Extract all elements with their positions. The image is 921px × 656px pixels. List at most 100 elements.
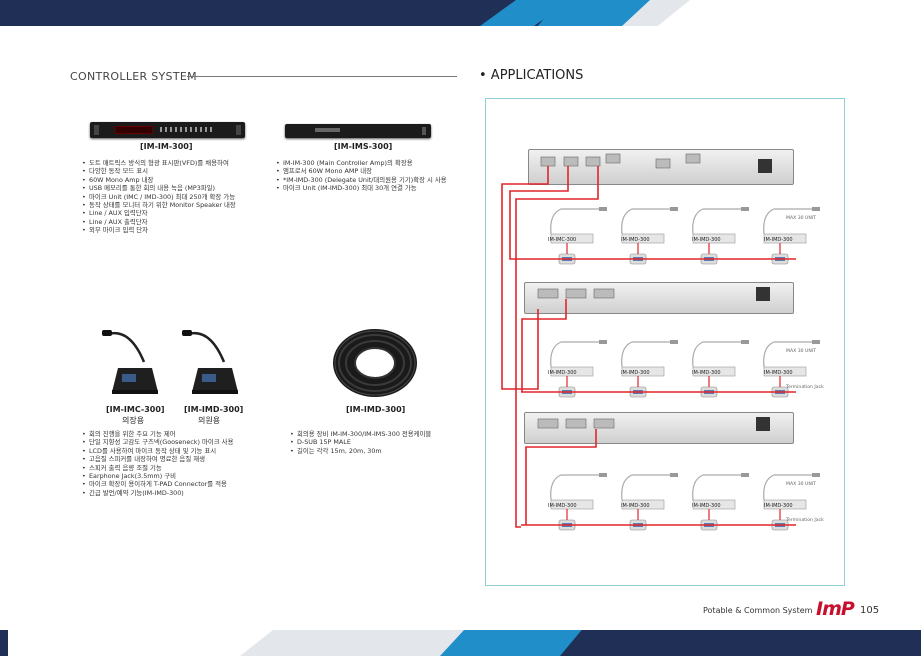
feature-item: LCD를 사용하여 마이크 동작 상태 및 기능 표시 [82, 447, 233, 456]
page-number: 105 [860, 605, 880, 616]
mic-head [599, 207, 607, 211]
row3-termination: Termination Jack [786, 518, 824, 523]
feature-item: Line / AUX 입력단자 [82, 209, 236, 218]
mic-base [692, 233, 736, 244]
row1-mic-label: IM-IMD-300 [764, 237, 793, 243]
mic-gooseneck [550, 208, 601, 235]
row2-termination: Termination Jack [786, 385, 824, 390]
controller-port [685, 153, 701, 164]
feature-item: IM-IM-300 (Main Controller Amp)의 확장용 [276, 159, 447, 168]
mic-base [692, 499, 736, 510]
im-imc-300-mic-image [102, 330, 158, 394]
feature-item: 마이크 확장이 용이하게 T-PAD Connector를 적용 [82, 480, 233, 489]
im-im-300-feature-list: 도트 매트릭스 방식의 형광 표시판(VFD)를 채용하여 다양한 동작 모드 … [82, 159, 236, 235]
row3-mic-label: IM-IMD-300 [621, 503, 650, 509]
cable-coil-image [333, 329, 417, 397]
applications-diagram: IM-IMC-300 IM-IMD-300 IM-IMD-300 IM-IMD-… [485, 98, 845, 586]
mic-head [741, 473, 749, 477]
mic-head [670, 340, 678, 344]
mic-base [621, 499, 665, 510]
feature-item: 다양한 동작 모드 표시 [82, 167, 236, 176]
dsub-port [565, 418, 587, 429]
trunk-wire-d [521, 299, 567, 392]
mic-head [812, 207, 820, 211]
feature-item: USB 메모리를 통한 회의 내용 녹음 (MP3파일) [82, 184, 236, 193]
mic-head [599, 473, 607, 477]
im-imd-300-mic-image [182, 330, 238, 394]
mic-head [741, 340, 749, 344]
row1-mic-label: IM-IMC-300 [548, 237, 577, 243]
mic-head [741, 207, 749, 211]
header-stripe-dark [0, 0, 560, 26]
trunk-wire-b [509, 166, 569, 260]
feature-item: 회의용 장비 IM-IM-300/IM-IMS-300 전용케이블 [290, 430, 431, 439]
controller-system-title: CONTROLLER SYSTEM [70, 70, 197, 83]
mic-gooseneck [550, 474, 601, 501]
title-rule [187, 76, 457, 77]
trunk-wire-e [525, 429, 597, 525]
im-im-300-label: [IM-IM-300] [140, 142, 193, 151]
row3-mic-label: IM-IMD-300 [548, 503, 577, 509]
trunk-wire-c [515, 166, 599, 528]
im-ims-300-label: [IM-IMS-300] [334, 142, 393, 151]
mic-gooseneck [621, 208, 672, 235]
im-im-300-device-image [90, 122, 245, 138]
mic-gooseneck [621, 474, 672, 501]
row2-max-unit: MAX 30 UNIT [786, 349, 816, 354]
feature-item: 회의 진행을 위한 주요 기능 제어 [82, 430, 233, 439]
trunk-wire-a [501, 166, 549, 390]
feature-item: 긴급 발언/예약 기능(IM-IMD-300) [82, 489, 233, 498]
mic-base [763, 233, 807, 244]
applications-title: • APPLICATIONS [479, 68, 584, 83]
controller-port [605, 153, 621, 164]
im-imc-300-sub: 의장용 [122, 416, 145, 425]
feature-item: 60W Mono Amp 내장 [82, 176, 236, 185]
feature-item: 고음질 스피커를 내장하여 명료한 음질 재생 [82, 455, 233, 464]
feature-item: 외부 마이크 입력 단자 [82, 226, 236, 235]
mic-gooseneck [763, 474, 814, 501]
mic-head [670, 207, 678, 211]
mic-head [812, 340, 820, 344]
controller-port [563, 156, 579, 167]
mic-head [812, 473, 820, 477]
mic-base [621, 366, 665, 377]
feature-item: 마이크 Unit (IM-IMD-300) 최대 30개 연결 가능 [276, 184, 447, 193]
row1-mic-label: IM-IMD-300 [621, 237, 650, 243]
feature-item: 동작 상태를 모니터 하기 위한 Monitor Speaker 내장 [82, 201, 236, 210]
dsub-port [593, 418, 615, 429]
feature-item: Line / AUX 출력단자 [82, 218, 236, 227]
row2-mic-label: IM-IMD-300 [548, 370, 577, 376]
mic-gooseneck [692, 474, 743, 501]
row2-mic-label: IM-IMD-300 [692, 370, 721, 376]
im-imc-300-label: [IM-IMC-300] [106, 405, 165, 414]
feature-item: D-SUB 15P MALE [290, 438, 431, 447]
mic-base [550, 499, 594, 510]
im-ims-300-feature-list: IM-IM-300 (Main Controller Amp)의 확장용 앰프로… [276, 159, 447, 193]
feature-item: *IM-IMD-300 (Delegate Unit/대의원용 기기)확장 시 … [276, 176, 447, 185]
controller-port [655, 158, 671, 169]
mic-gooseneck [763, 341, 814, 368]
im-ims-300-device-image [285, 124, 431, 138]
row3-mic-label: IM-IMD-300 [764, 503, 793, 509]
feature-item: 도트 매트릭스 방식의 형광 표시판(VFD)를 채용하여 [82, 159, 236, 168]
mic-base [550, 233, 594, 244]
cable-feature-list: 회의용 장비 IM-IM-300/IM-IMS-300 전용케이블 D-SUB … [290, 430, 431, 456]
mic-gooseneck [621, 341, 672, 368]
feature-item: 스피커 출력 음량 조절 기능 [82, 464, 233, 473]
imp-logo: ImP [816, 598, 855, 620]
feature-item: Earphone Jack(3.5mm) 구비 [82, 472, 233, 481]
im-imd-300-label: [IM-IMD-300] [184, 405, 244, 414]
controller-port [585, 156, 601, 167]
mic-base [550, 366, 594, 377]
mic-head [599, 340, 607, 344]
row2-mic-label: IM-IMD-300 [764, 370, 793, 376]
power-inlet [756, 417, 770, 431]
feature-item: 앰프로서 60W Mono AMP 내장 [276, 167, 447, 176]
mic-gooseneck [692, 208, 743, 235]
controller-port [540, 156, 556, 167]
feature-item: 길이는 각각 15m, 20m, 30m [290, 447, 431, 456]
feature-item: 마이크 Unit (IMC / IMD-300) 최대 250개 확장 가능 [82, 193, 236, 202]
power-inlet [758, 159, 772, 173]
dsub-port [593, 288, 615, 299]
row3-max-unit: MAX 30 UNIT [786, 482, 816, 487]
